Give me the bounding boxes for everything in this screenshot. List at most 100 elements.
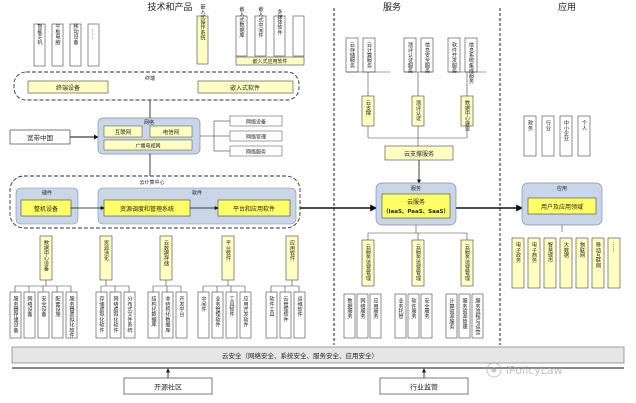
service-bottom-item: 应用服务: [372, 297, 378, 321]
tech-bottom-item-box: [9, 291, 22, 339]
terminal-device-label: 终端设备: [56, 84, 80, 92]
embedded-software-label: 嵌入式软件: [230, 84, 260, 92]
regulation-box: [379, 377, 469, 395]
user-domain-label: 用户及应用领域: [541, 203, 583, 211]
application-bottom-item: 智慧城市: [547, 241, 553, 265]
open-source-label: 开源社区: [154, 383, 182, 392]
terminal-group: [13, 71, 300, 101]
application-bottom-item-box: [591, 237, 605, 289]
datacenter-group-label: 云计算中心: [139, 179, 164, 186]
terminal-items: [33, 23, 100, 67]
tech-bottom-item: 应用开发软件: [243, 295, 249, 329]
application-top-item-box: [523, 115, 537, 157]
application-top-item-box: [541, 115, 555, 157]
service-lower-item: 云服务运营管理: [365, 244, 371, 281]
application-top-item: 中小企业: [563, 119, 569, 142]
service-top-item: 软件开发服务: [451, 41, 457, 75]
application-bottom-item: 电子政务: [515, 241, 521, 265]
tech-bottom-item-box: [197, 291, 210, 339]
application-bottom-item-box: [543, 237, 557, 289]
network-side-item: 网络设备: [246, 119, 266, 126]
cloud-service-label: 云服务: [407, 198, 425, 206]
tech-bottom-item: 存储虚拟化软件: [98, 295, 104, 334]
tech-bottom-item: 服务器存储设备: [12, 296, 18, 334]
security-label: 云安全（网络安全、系统安全、服务安全、应用安全）: [222, 351, 378, 360]
broadband-label: 宽带中国: [27, 133, 53, 142]
server-label: 整机设备: [34, 205, 58, 213]
tech-bottom-item-box: [211, 291, 224, 339]
tech-group-title: 平台软件: [225, 240, 231, 263]
tech-bottom-item: 配套设施: [54, 296, 60, 319]
application-bottom-item-box: [527, 237, 541, 289]
tech-bottom-item-box: [109, 291, 122, 339]
service-bottom-item: 安全服务: [423, 297, 429, 321]
tech-bottom-item: 结构化数据库: [150, 295, 156, 329]
application-top-item-box: [559, 115, 573, 157]
tech-group-title: 数据中心设备: [43, 239, 49, 273]
user-domain-box: [527, 197, 597, 215]
platform-label: 平台和应用软件: [233, 205, 275, 213]
embedded-item: 嵌入式操作系统: [199, 3, 205, 41]
service-bottom-item: 业务托管: [398, 297, 404, 321]
application-bottom-item-box: [607, 237, 621, 289]
service-bottom-item-box: [458, 293, 471, 339]
tech-lower-items: 数据中心设备资源池化云数据存储平台软件应用软件服务器存储设备网络设备安全设备配套…: [9, 235, 306, 339]
application-bottom-items: 电子政务电子商务智慧城市大数据物联网移动互联网……: [511, 237, 621, 289]
support-label: 云支撑服务: [404, 150, 434, 158]
broadcast-box: [103, 139, 193, 151]
service-lower-items: 云服务运营管理云服务运营管理云服务运营管理: [361, 239, 474, 287]
hardware-label: 硬件: [42, 190, 52, 197]
tech-bottom-item-box: [239, 291, 252, 339]
service-top-item: 云计算服务: [366, 42, 372, 70]
broadcast-label: 广播电视网: [135, 143, 160, 150]
application-bottom-item: 大数据: [563, 241, 569, 259]
network-group-label: 网络: [144, 119, 154, 126]
tech-bottom-item-box: [175, 291, 188, 339]
header-application: 应用: [558, 1, 576, 13]
network-side-box: [229, 115, 283, 127]
tech-bottom-item: 分布式文件系统: [126, 295, 132, 334]
service-mid-item: 云支撑: [365, 100, 371, 116]
service-bottom-item-box: [445, 293, 458, 339]
tech-bottom-item-box: [95, 291, 108, 339]
service-bottom-item: 软件服务: [410, 297, 416, 321]
embedded-software-box: [197, 80, 294, 94]
tech-bottom-item-box: [225, 291, 238, 339]
tech-bottom-item: 非结构化数据库: [164, 295, 170, 334]
security-bar: [11, 346, 625, 364]
internet-box: [103, 125, 143, 138]
application-top-item: 个人: [581, 120, 587, 131]
terminal-group-label: 终端: [145, 75, 155, 82]
service-lower-item: 云服务运营管理: [415, 244, 421, 281]
embedded-item: 嵌入式数据库: [238, 6, 244, 39]
service-group-label: 服务: [411, 185, 421, 192]
terminal-item: 平板电脑: [54, 23, 60, 46]
tech-bottom-item: 网络虚拟化软件: [112, 296, 118, 334]
terminal-item: ……: [91, 29, 97, 39]
service-top-items: 云存储服务云计算服务测评认证服务信息安全服务软件开发服务信息系统集成服务: [345, 37, 478, 85]
watermark-logo: [486, 362, 502, 378]
software-label: 软件: [192, 190, 202, 197]
tech-bottom-item: 服务器虚拟化软件: [68, 296, 74, 339]
tech-bottom-item-box: [51, 291, 64, 339]
tech-bottom-item-box: [123, 291, 136, 339]
service-bottom-item-box: [407, 293, 420, 339]
application-bottom-item-box: [575, 237, 589, 289]
network-side-box: [229, 145, 283, 157]
application-top-item: 行业: [545, 119, 551, 131]
network-side-item: 网络服务: [246, 149, 266, 156]
resource-label: 资源调度和管理系统: [120, 205, 174, 213]
terminal-item: 智能手机: [36, 22, 42, 46]
tech-bottom-item-box: [265, 291, 278, 339]
tech-bottom-item: 业务管理软件: [214, 295, 220, 329]
tech-bottom-item-box: [23, 291, 36, 339]
application-bottom-item: 电子商务: [531, 241, 537, 265]
tech-group-title: 资源池化: [103, 239, 109, 263]
tech-group-title: 云数据存储: [163, 240, 169, 268]
tech-bottom-item-box: [65, 291, 78, 339]
tech-bottom-item-box: [147, 291, 160, 339]
embedded-item: 多媒体软件: [276, 8, 282, 37]
service-bottom-item: 计算资源服务: [448, 297, 454, 331]
